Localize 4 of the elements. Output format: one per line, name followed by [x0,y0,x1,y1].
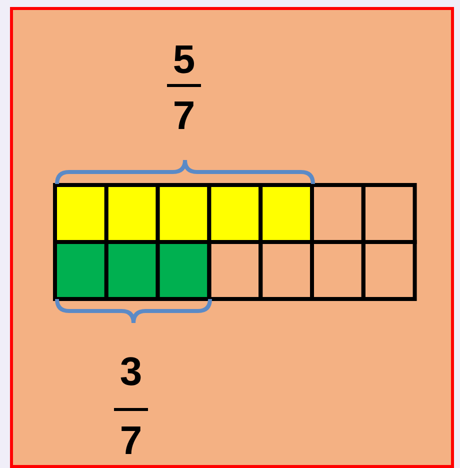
denominator: 7 [172,96,196,136]
numerator: 3 [118,352,144,392]
denominator: 7 [118,421,144,461]
numerator: 5 [172,40,196,80]
